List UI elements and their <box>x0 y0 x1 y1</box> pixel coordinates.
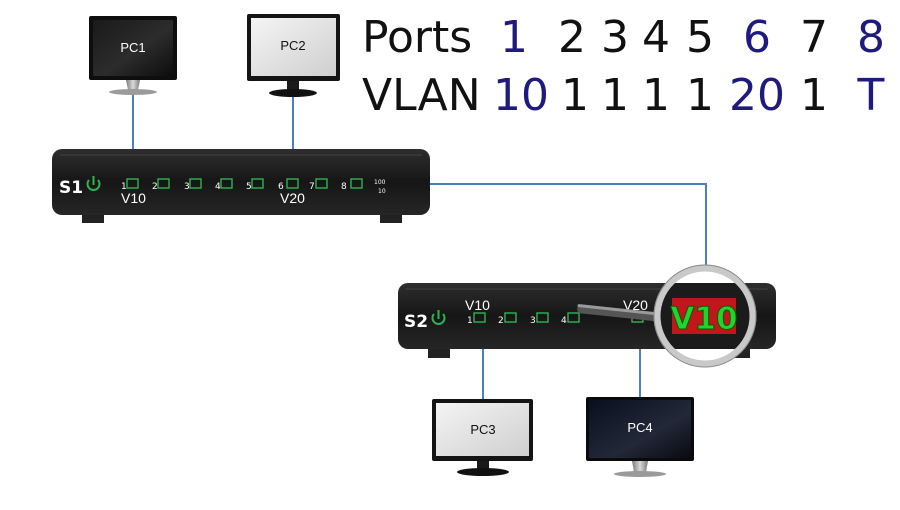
magnifier-vlan-text: V10 <box>670 301 737 337</box>
s1-port-1-number: 1 <box>121 182 127 192</box>
s1-ports: 1 2 3 4 5 6 7 8 100 10 <box>121 178 386 195</box>
network-links <box>132 95 707 403</box>
ethernet-port-icon <box>567 312 580 323</box>
ethernet-port-icon <box>126 178 139 189</box>
s1-port-3-number: 3 <box>184 182 190 192</box>
pc3-monitor: PC3 <box>432 399 533 476</box>
pc4-stand <box>632 461 648 472</box>
port-number-7: 7 <box>800 12 828 63</box>
ethernet-port-icon <box>286 178 299 189</box>
s2-port-4-number: 4 <box>561 316 567 326</box>
port-number-8: 8 <box>857 12 885 63</box>
ethernet-port-icon <box>473 312 486 323</box>
pc2-label: PC2 <box>280 38 305 53</box>
vlan-value-7: 1 <box>800 70 828 121</box>
s1-port-4-number: 4 <box>215 182 221 192</box>
pc2-stand <box>287 81 299 90</box>
ethernet-port-icon <box>189 178 202 189</box>
switch-s1: S1 1 2 3 4 5 6 7 8 100 10 V10 V20 <box>52 149 430 223</box>
s2-port-1-number: 1 <box>467 316 473 326</box>
s2-port-3-number: 3 <box>530 316 536 326</box>
s1-port-2-number: 2 <box>152 182 158 192</box>
pc3-screen <box>436 403 529 456</box>
pc2-screen <box>251 18 336 76</box>
ethernet-port-icon <box>157 178 170 189</box>
pc1-monitor: PC1 <box>89 16 177 95</box>
port-number-6: 6 <box>743 12 771 63</box>
power-icon <box>431 310 446 325</box>
port-vlan-table: Ports VLAN 1 2 3 4 5 6 7 8 10 1 1 1 1 20… <box>362 12 885 121</box>
s1-port-8-number: 8 <box>341 182 347 192</box>
ethernet-port-icon <box>220 178 233 189</box>
s2-vlan-tag-v20: V20 <box>623 297 648 313</box>
s1-vlan-tag-v20: V20 <box>280 190 305 206</box>
pc1-label: PC1 <box>120 40 145 55</box>
magnifier-ring-outline <box>653 264 757 368</box>
port-number-5: 5 <box>686 12 714 63</box>
ethernet-port-icon <box>315 178 328 189</box>
ethernet-port-icon <box>536 312 549 323</box>
pc4-monitor: PC4 <box>586 397 694 477</box>
s1-chassis <box>52 149 430 215</box>
magnifier-highlight-box <box>672 298 736 334</box>
pc2-base <box>269 89 317 97</box>
port-number-3: 3 <box>601 12 629 63</box>
power-icon <box>86 176 101 191</box>
port-number-4: 4 <box>642 12 670 63</box>
pc3-stand <box>477 461 489 470</box>
vlan-value-4: 1 <box>642 70 670 121</box>
vlan-row-label: VLAN <box>362 70 481 121</box>
s1-port-7-number: 7 <box>309 182 315 192</box>
s1-speed-10: 10 <box>378 188 386 195</box>
vlan-value-1: 10 <box>493 70 549 121</box>
s1-label: S1 <box>59 178 83 198</box>
pc4-base <box>614 471 666 477</box>
ethernet-port-icon <box>251 178 264 189</box>
ethernet-port-icon <box>350 178 363 189</box>
pc4-screen <box>589 400 691 458</box>
pc3-label: PC3 <box>470 422 495 437</box>
s1-port-5-number: 5 <box>246 182 252 192</box>
vlan-value-3: 1 <box>601 70 629 121</box>
s1-port-6-number: 6 <box>278 182 284 192</box>
vlan-value-5: 1 <box>686 70 714 121</box>
vlan-value-2: 1 <box>561 70 589 121</box>
pc1-base <box>109 89 157 95</box>
magnifier-handle-shine <box>577 304 674 317</box>
s2-label: S2 <box>404 312 428 332</box>
s1-speed-100: 100 <box>374 179 386 186</box>
pc2-monitor: PC2 <box>247 14 340 97</box>
s2-port-2-number: 2 <box>498 316 504 326</box>
magnifier-ring <box>653 264 757 368</box>
s2-vlan-tag-v10: V10 <box>465 297 490 313</box>
vlan-value-6: 20 <box>729 70 785 121</box>
magnifier-icon: V10 <box>577 264 757 368</box>
vlan-value-8: T <box>857 70 885 121</box>
pc1-stand <box>126 80 140 90</box>
s1-vlan-tag-v10: V10 <box>121 190 146 206</box>
ports-row-label: Ports <box>362 12 472 63</box>
port-number-2: 2 <box>558 12 586 63</box>
pc4-label: PC4 <box>627 420 652 435</box>
ethernet-port-icon <box>504 312 517 323</box>
port-number-1: 1 <box>500 12 528 63</box>
pc3-base <box>457 468 509 476</box>
pc1-screen <box>93 20 173 76</box>
